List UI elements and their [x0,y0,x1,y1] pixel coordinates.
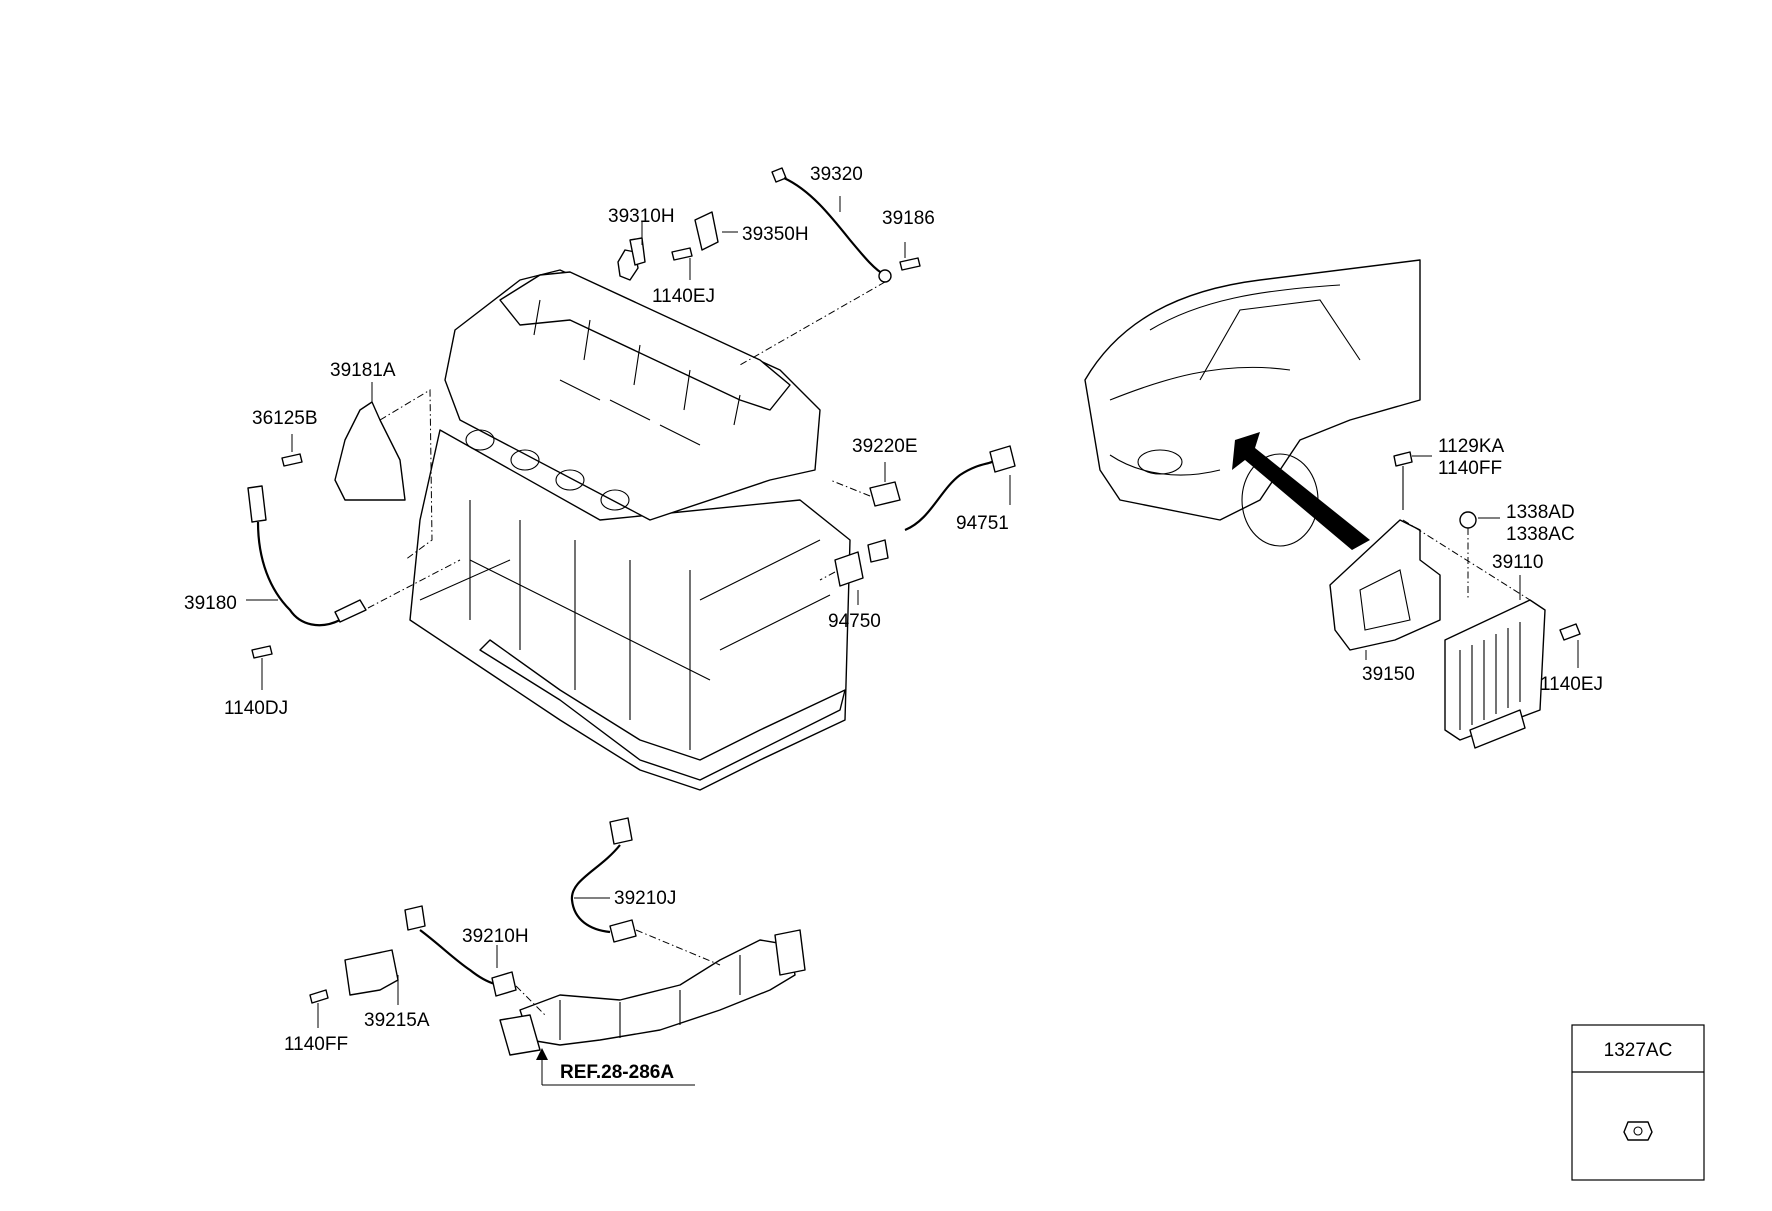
callout-94750: 94750 [828,611,881,632]
legend-box: 1327AC [1571,1024,1705,1181]
callout-94751: 94751 [956,513,1009,534]
callout-1140EJ-top: 1140EJ [652,286,715,307]
vehicle-location-view [1084,259,1421,550]
knock-sensor-39320 [739,167,921,366]
callout-39320: 39320 [810,164,863,185]
callout-39210J: 39210J [614,888,676,909]
callout-39310H: 39310H [608,206,675,227]
callout-1140DJ: 1140DJ [224,698,288,719]
legend-part-number: 1327AC [1604,1040,1673,1061]
callout-39350H: 39350H [742,224,809,245]
callout-labels: 39320 39310H 39350H 39186 1140EJ 39181A … [184,164,1603,1083]
callout-36125B: 36125B [252,408,318,429]
flange-nut-icon [1623,1121,1653,1141]
callout-1140EJ-right: 1140EJ [1540,674,1603,695]
camshaft-sensor-group [617,211,738,281]
callout-39110: 39110 [1492,552,1543,573]
callout-1338AD: 1338AD [1506,502,1575,523]
callout-39220E: 39220E [852,436,918,457]
callout-1140FF-bottom: 1140FF [284,1034,348,1055]
callout-1129KA: 1129KA [1438,436,1505,457]
ecu-assembly [1329,451,1581,749]
callout-39215A: 39215A [364,1010,430,1031]
callout-1338AC: 1338AC [1506,524,1575,545]
callout-39186: 39186 [882,208,935,229]
callout-39181A: 39181A [330,360,396,381]
callout-39150: 39150 [1362,664,1415,685]
callout-1140FF-right: 1140FF [1438,458,1502,479]
exhaust-assembly [309,817,806,1086]
ref-label: REF.28-286A [560,1062,674,1083]
callout-39180: 39180 [184,593,237,614]
crankshaft-sensor-group [246,382,461,690]
engine-assembly [409,269,851,791]
temp-and-pressure-sensors [819,445,1016,605]
callout-39210H: 39210H [462,926,529,947]
